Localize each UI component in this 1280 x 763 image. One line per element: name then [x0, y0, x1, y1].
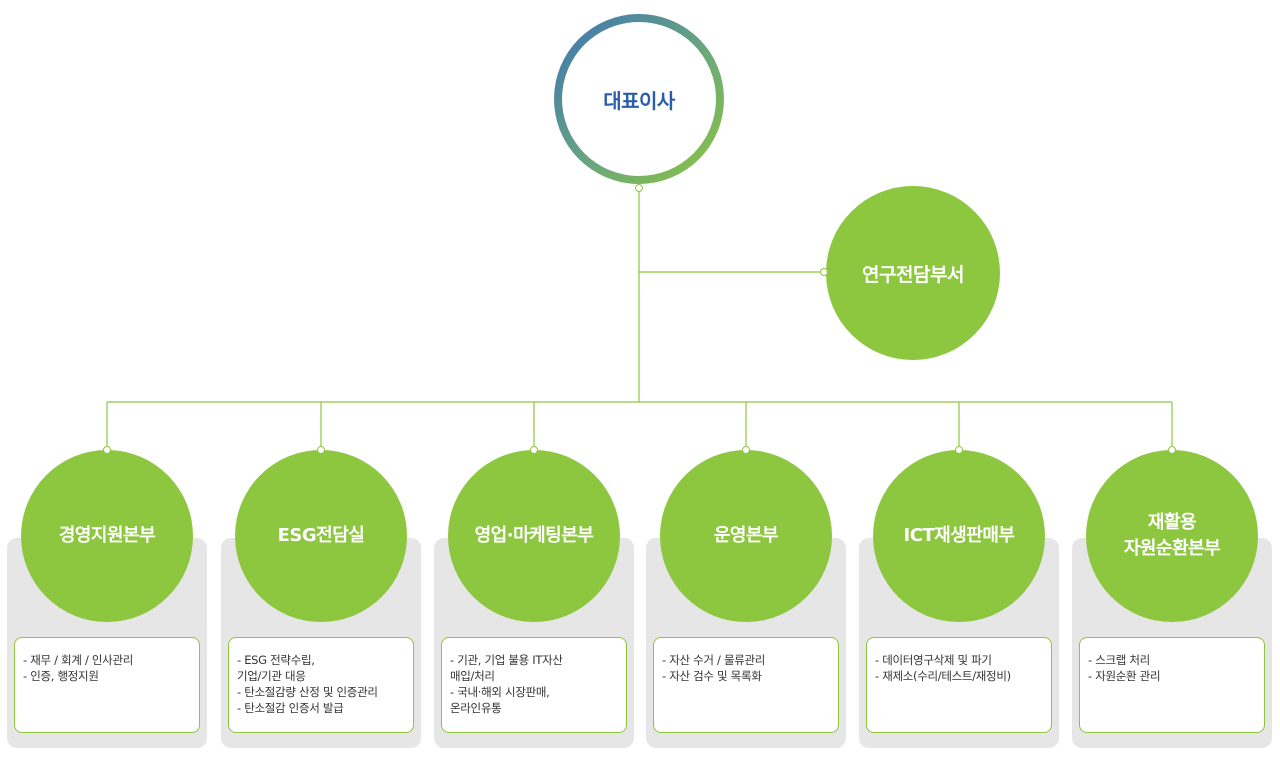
dept-duties-box: - ESG 전략수립, 기업/기관 대응 - 탄소절감량 산정 및 인증관리 -…	[228, 637, 414, 733]
dept-card-recycling: 재활용 자원순환본부 - 스크랩 처리 - 자원순환 관리	[1072, 450, 1272, 750]
duty-item: 기업/기관 대응	[237, 669, 306, 683]
dept-circle: 재활용 자원순환본부	[1086, 450, 1258, 622]
duty-item: - 탄소절감 인증서 발급	[237, 701, 344, 715]
dept-card-operations: 운영본부 - 자산 수거 / 물류관리 - 자산 검수 및 목록화	[646, 450, 846, 750]
connector-dot	[742, 446, 750, 454]
duty-item: - 국내·해외 시장판매,	[450, 685, 550, 699]
duty-item: - 데이터영구삭제 및 파기	[875, 653, 992, 667]
dept-title: 재활용 자원순환본부	[1123, 512, 1221, 559]
duty-item: - 재제소(수리/테스트/재정비)	[875, 669, 1011, 683]
dept-title: 경영지원본부	[58, 525, 156, 546]
duty-item: - ESG 전략수립,	[237, 653, 315, 667]
dept-circle: 운영본부	[660, 450, 832, 622]
dept-duties-box: - 기관, 기업 불용 IT자산 매입/처리 - 국내·해외 시장판매, 온라인…	[441, 637, 627, 733]
duty-item: - 탄소절감량 산정 및 인증관리	[237, 685, 378, 699]
dept-duties-box: - 자산 수거 / 물류관리 - 자산 검수 및 목록화	[653, 637, 839, 733]
duty-item: - 자원순환 관리	[1088, 669, 1161, 683]
ceo-node: 대표이사	[554, 14, 724, 184]
ceo-node-inner: 대표이사	[562, 22, 716, 176]
connector-dot	[635, 184, 643, 192]
dept-title: 운영본부	[713, 525, 779, 546]
dept-card-ict: ICT재생판매부 - 데이터영구삭제 및 파기 - 재제소(수리/테스트/재정비…	[859, 450, 1059, 750]
duty-item: - 자산 검수 및 목록화	[662, 669, 762, 683]
connector-dot	[820, 268, 828, 276]
dept-circle: ESG전담실	[235, 450, 407, 622]
dept-circle: ICT재생판매부	[873, 450, 1045, 622]
connector-dot	[103, 446, 111, 454]
dept-card-management: 경영지원본부 - 재무 / 회계 / 인사관리 - 인증, 행정지원	[7, 450, 207, 750]
connector-dot	[317, 446, 325, 454]
rnd-label: 연구전담부서	[862, 263, 964, 286]
rnd-node: 연구전담부서	[826, 186, 1000, 360]
ceo-label: 대표이사	[603, 88, 675, 113]
dept-circle: 경영지원본부	[21, 450, 193, 622]
dept-title: 영업·마케팅본부	[474, 525, 594, 546]
dept-title: ESG전담실	[277, 525, 365, 546]
duty-item: - 자산 수거 / 물류관리	[662, 653, 766, 667]
duty-item: - 스크랩 처리	[1088, 653, 1150, 667]
duty-item: - 기관, 기업 불용 IT자산	[450, 653, 563, 667]
dept-title: ICT재생판매부	[903, 525, 1016, 546]
duty-item: - 인증, 행정지원	[23, 669, 99, 683]
dept-card-sales: 영업·마케팅본부 - 기관, 기업 불용 IT자산 매입/처리 - 국내·해외 …	[434, 450, 634, 750]
duty-item: - 재무 / 회계 / 인사관리	[23, 653, 134, 667]
duty-item: 매입/처리	[450, 669, 495, 683]
connector-dot	[530, 446, 538, 454]
dept-circle: 영업·마케팅본부	[448, 450, 620, 622]
dept-duties-box: - 재무 / 회계 / 인사관리 - 인증, 행정지원	[14, 637, 200, 733]
dept-duties-box: - 스크랩 처리 - 자원순환 관리	[1079, 637, 1265, 733]
dept-card-esg: ESG전담실 - ESG 전략수립, 기업/기관 대응 - 탄소절감량 산정 및…	[221, 450, 421, 750]
dept-duties-box: - 데이터영구삭제 및 파기 - 재제소(수리/테스트/재정비)	[866, 637, 1052, 733]
connector-dot	[1168, 446, 1176, 454]
connector-dot	[955, 446, 963, 454]
duty-item: 온라인유통	[450, 701, 502, 715]
